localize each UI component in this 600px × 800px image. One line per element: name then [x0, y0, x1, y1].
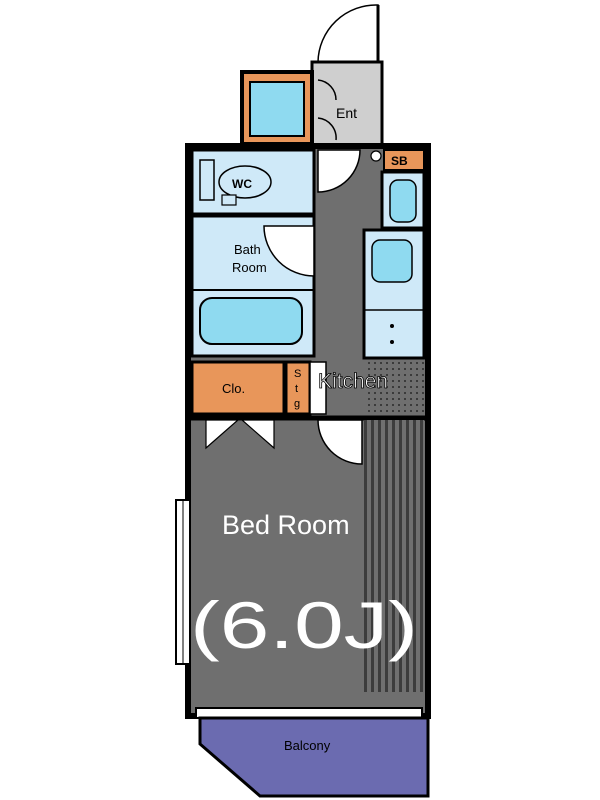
label-storage-g: g [294, 398, 300, 410]
storage-door-gap [309, 361, 327, 415]
entrance-inner-door-2 [317, 117, 337, 141]
bedroom-door-swing [317, 419, 363, 465]
label-room: Room [232, 260, 267, 275]
storage [284, 360, 312, 416]
bath-door-swing [263, 225, 315, 277]
washer-icon [249, 81, 305, 137]
entry-door-knob [370, 150, 382, 162]
label-storage-t: t [295, 383, 298, 395]
stove-burner-icon [390, 324, 394, 328]
label-bath: Bath [234, 242, 261, 257]
bedroom-striped-area [364, 420, 424, 692]
wc-door-swing [317, 149, 361, 193]
label-shoe-box: SB [391, 154, 408, 168]
label-storage-s: S [294, 368, 301, 380]
kitchen-floor-dotted [366, 362, 424, 416]
closet-door-left [205, 419, 240, 450]
fridge-icon [389, 179, 417, 223]
label-closet: Clo. [222, 381, 245, 396]
entrance-door-swing [317, 4, 379, 63]
stove-burner-icon-2 [390, 340, 394, 344]
closet-door-right [240, 419, 275, 450]
sink-small-icon [221, 194, 237, 206]
label-balcony: Balcony [284, 738, 331, 753]
entrance-area [310, 60, 384, 148]
label-bedroom: Bed Room [222, 510, 350, 540]
shoe-box [383, 149, 425, 171]
bathtub-icon [199, 297, 303, 345]
label-kitchen: Kitchen [318, 370, 388, 393]
toilet-bowl-icon [218, 165, 272, 199]
entrance-inner-door [317, 79, 337, 101]
closet [190, 360, 286, 416]
label-entrance: Ent [336, 105, 357, 121]
toilet-tank-icon [199, 159, 215, 201]
label-bedroom-size: (6.0J) [190, 588, 418, 662]
kitchen-sink-icon [371, 239, 413, 283]
label-wc: WC [232, 177, 252, 191]
balcony [198, 716, 430, 798]
